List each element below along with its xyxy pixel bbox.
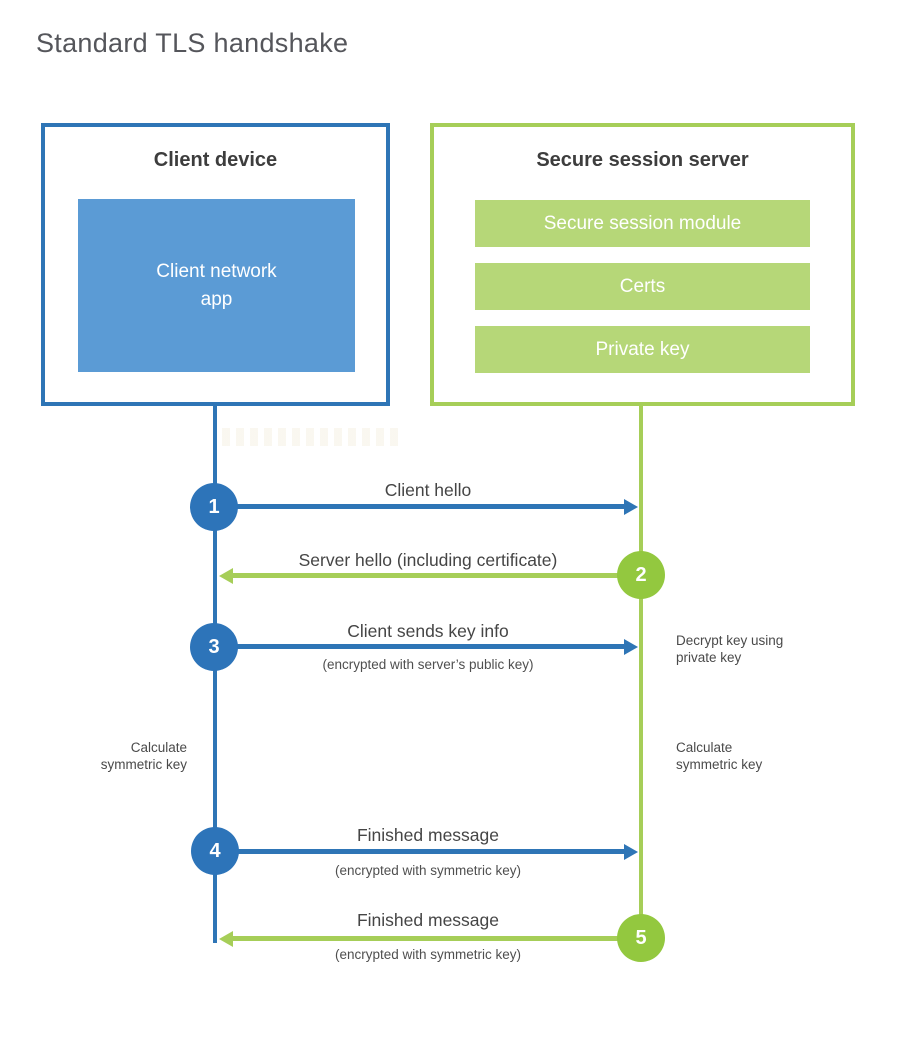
arrowhead-left-icon (219, 567, 233, 584)
client-device-box: Client device Client network app (41, 123, 390, 406)
message-5-sublabel: (encrypted with symmetric key) (334, 947, 522, 962)
message-5-label: Finished message (356, 910, 500, 930)
calculate-symmetric-key-note-client: Calculate symmetric key (100, 740, 187, 772)
step-circle-5: 5 (617, 914, 665, 962)
client-device-title: Client device (153, 149, 278, 171)
message-4-arrow-right (217, 843, 638, 860)
secure-session-server-title: Secure session server (536, 149, 749, 171)
server-module-private-key: Private key (475, 326, 810, 373)
message-3-arrow-right (216, 638, 638, 655)
step-circle-1: 1 (190, 483, 238, 531)
message-5-arrow-left (219, 930, 639, 947)
ghost-dashes-artifact (222, 428, 398, 446)
server-module-certs: Certs (475, 263, 810, 310)
server-module-secure-session-module: Secure session module (475, 200, 810, 247)
arrowhead-right-icon (624, 843, 638, 860)
message-3-sublabel: (encrypted with server’s public key) (322, 657, 534, 672)
message-2-arrow-left (219, 567, 639, 584)
message-2-label: Server hello (including certificate) (298, 550, 558, 570)
message-3-label: Client sends key info (347, 621, 509, 641)
step-circle-4: 4 (191, 827, 239, 875)
message-4-sublabel: (encrypted with symmetric key) (334, 863, 522, 878)
page-title: Standard TLS handshake (36, 28, 349, 58)
arrowhead-right-icon (624, 638, 638, 655)
message-1-label: Client hello (384, 480, 472, 500)
client-lifeline (213, 406, 217, 943)
message-1-arrow-right (216, 498, 638, 515)
arrowhead-left-icon (219, 930, 233, 947)
secure-session-server-box: Secure session server Secure session mod… (430, 123, 855, 406)
server-lifeline (639, 406, 643, 938)
step-circle-2: 2 (617, 551, 665, 599)
decrypt-key-note: Decrypt key using private key (676, 633, 784, 665)
calculate-symmetric-key-note-server: Calculate symmetric key (676, 740, 763, 772)
client-app-label-line2: app (200, 288, 233, 310)
client-app-label-line1: Client network (156, 260, 277, 282)
client-network-app-block: Client network app (78, 199, 355, 372)
step-circle-3: 3 (190, 623, 238, 671)
message-4-label: Finished message (356, 825, 500, 845)
arrowhead-right-icon (624, 498, 638, 515)
